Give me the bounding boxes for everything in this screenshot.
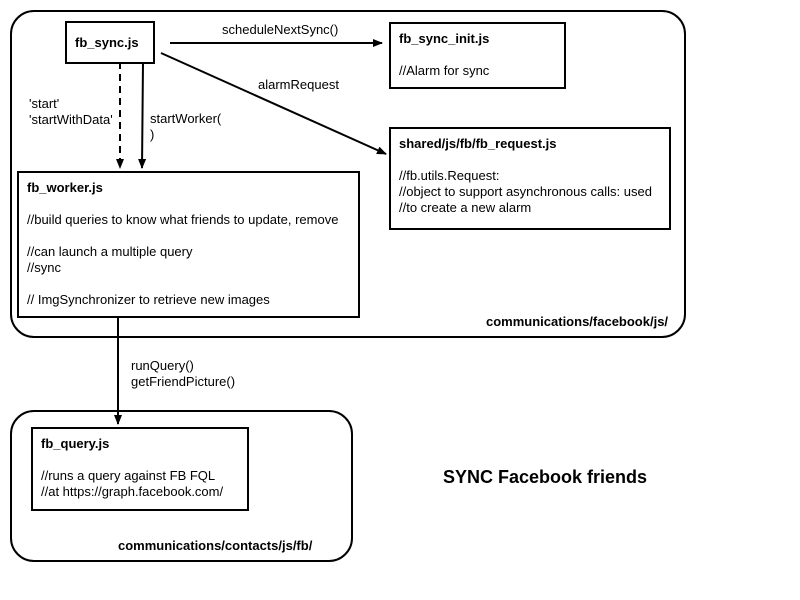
facebook-js-path-label: communications/facebook/js/ bbox=[486, 314, 669, 329]
start-worker-arrow bbox=[138, 61, 147, 169]
fb-worker-line-4: // ImgSynchronizer to retrieve new image… bbox=[27, 292, 270, 307]
start-label-line-2: 'startWithData' bbox=[29, 112, 113, 127]
fb-query-line-2: //at https://graph.facebook.com/ bbox=[41, 484, 224, 499]
facebook-js-container bbox=[10, 10, 686, 338]
fb-sync-init-title: fb_sync_init.js bbox=[399, 31, 490, 46]
fb-worker-line-3: //sync bbox=[27, 260, 61, 275]
fb-query-title: fb_query.js bbox=[41, 436, 110, 451]
fb-worker-title: fb_worker.js bbox=[27, 180, 103, 195]
fb-request-title: shared/js/fb/fb_request.js bbox=[399, 136, 557, 151]
fb-query-box: fb_query.js //runs a query against FB FQ… bbox=[31, 427, 249, 511]
fb-worker-line-2: //can launch a multiple query bbox=[27, 244, 193, 259]
fb-sync-box: fb_sync.js bbox=[65, 21, 155, 64]
start-label: 'start' 'startWithData' bbox=[29, 96, 113, 128]
fb-sync-init-line: //Alarm for sync bbox=[399, 63, 490, 78]
alarm-request-arrow bbox=[160, 52, 387, 155]
fb-query-line-1: //runs a query against FB FQL bbox=[41, 468, 216, 483]
fb-request-line-1: //fb.utils.Request: bbox=[399, 168, 500, 183]
alarm-request-label: alarmRequest bbox=[258, 77, 339, 92]
fb-sync-title: fb_sync.js bbox=[75, 35, 139, 50]
start-worker-label-line-2: ) bbox=[150, 127, 155, 142]
fb-sync-init-box: fb_sync_init.js //Alarm for sync bbox=[389, 22, 566, 89]
fb-request-line-3: //to create a new alarm bbox=[399, 200, 532, 215]
fb-worker-box: fb_worker.js //build queries to know wha… bbox=[17, 171, 360, 318]
start-label-line-1: 'start' bbox=[29, 96, 60, 111]
schedule-next-sync-label: scheduleNextSync() bbox=[222, 22, 339, 37]
start-worker-label-line-1: startWorker( bbox=[150, 111, 222, 126]
fb-worker-line-1: //build queries to know what friends to … bbox=[27, 212, 339, 227]
start-worker-label: startWorker( ) bbox=[150, 111, 221, 143]
run-query-label-line-1: runQuery() bbox=[131, 358, 194, 373]
fb-request-box: shared/js/fb/fb_request.js //fb.utils.Re… bbox=[389, 127, 671, 230]
run-query-label: runQuery() getFriendPicture() bbox=[131, 358, 235, 390]
contacts-fb-container bbox=[10, 410, 353, 562]
diagram-title: SYNC Facebook friends bbox=[443, 467, 648, 487]
fb-request-line-2: //object to support asynchronous calls: … bbox=[399, 184, 652, 199]
contacts-fb-path-label: communications/contacts/js/fb/ bbox=[118, 538, 313, 553]
run-query-label-line-2: getFriendPicture() bbox=[131, 374, 236, 389]
